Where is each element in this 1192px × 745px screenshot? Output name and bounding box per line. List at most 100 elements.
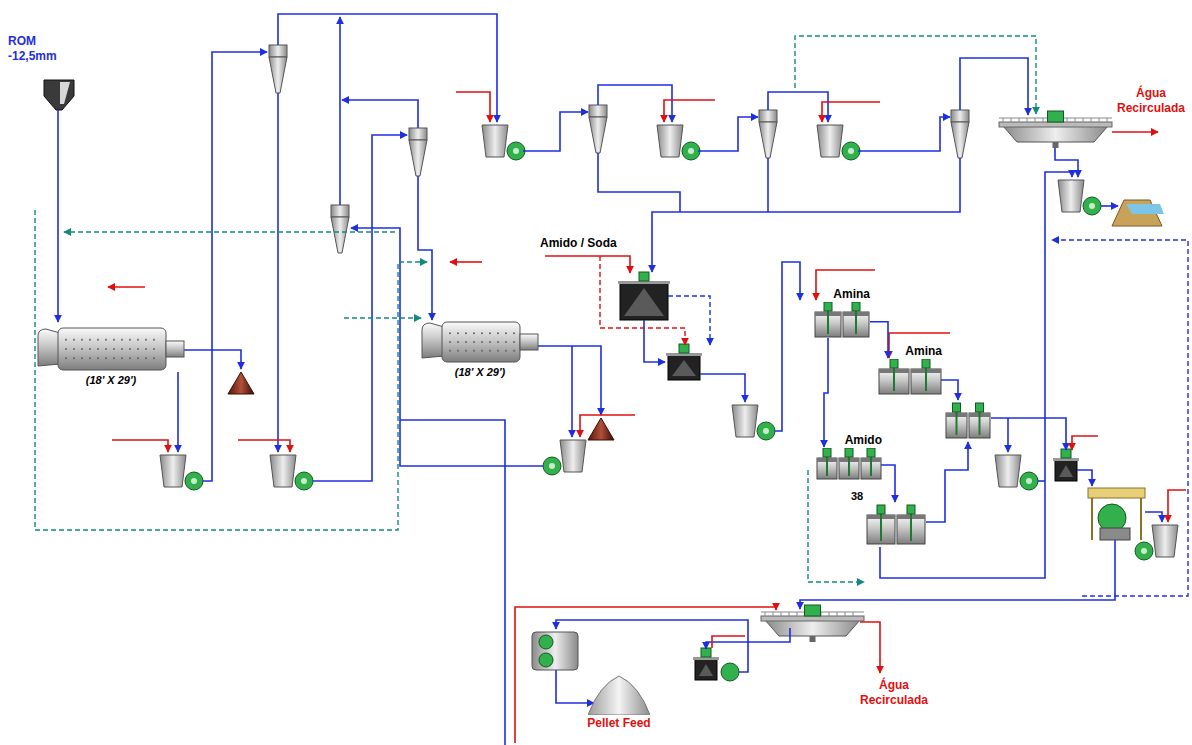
drawing-part bbox=[679, 344, 689, 353]
drawing-part bbox=[951, 122, 969, 158]
slurry-line bbox=[418, 176, 432, 320]
drawing-part bbox=[999, 122, 1112, 127]
slurry-line bbox=[1007, 418, 1009, 452]
mill-liner-bolt bbox=[81, 339, 83, 341]
mill-liner-bolt bbox=[97, 339, 99, 341]
impeller-shaft bbox=[925, 367, 927, 391]
slurry-line bbox=[342, 100, 418, 128]
pump-sump bbox=[482, 125, 508, 157]
mill-liner-bolt bbox=[153, 357, 155, 359]
mill-liner-bolt bbox=[481, 332, 483, 334]
mill-liner-bolt bbox=[465, 332, 467, 334]
mill-liner-bolt bbox=[473, 350, 475, 352]
pump-sump bbox=[560, 440, 586, 472]
pump-eye bbox=[1141, 548, 1147, 554]
mill-liner-bolt bbox=[137, 339, 139, 341]
mill-trunnion bbox=[166, 341, 184, 357]
pump-body bbox=[1020, 472, 1038, 490]
slurry-line bbox=[1101, 205, 1118, 207]
pump-sump bbox=[1152, 525, 1178, 557]
cell-motor bbox=[976, 403, 984, 412]
drawing-part bbox=[589, 105, 607, 117]
cells-shape bbox=[816, 448, 882, 480]
conditioner-tank bbox=[1053, 449, 1079, 481]
sump-pump bbox=[160, 455, 203, 490]
slurry-line bbox=[313, 135, 407, 481]
drawing-part bbox=[668, 354, 700, 380]
mill-liner-bolt bbox=[449, 332, 451, 334]
drawing-part bbox=[699, 664, 713, 676]
drawing-part bbox=[829, 612, 830, 616]
slurry-line bbox=[880, 172, 1072, 578]
mill-feed-chute bbox=[422, 323, 444, 358]
water-reagent-line bbox=[1112, 131, 1158, 133]
drawing-part bbox=[639, 272, 649, 281]
slurry-line bbox=[177, 372, 179, 452]
flow-connector bbox=[824, 338, 828, 447]
slurry-line bbox=[1052, 240, 1188, 596]
mill-liner-bolt bbox=[121, 348, 123, 350]
drawing-part bbox=[1107, 118, 1108, 122]
sump-pump bbox=[657, 125, 700, 160]
slurry-line bbox=[652, 158, 960, 272]
flow-lines bbox=[35, 14, 1188, 745]
slurry-line bbox=[700, 374, 745, 402]
mill-liner-bolt bbox=[97, 348, 99, 350]
drawing-part bbox=[1061, 449, 1071, 458]
slurry-line bbox=[1038, 480, 1045, 482]
impeller-shaft bbox=[826, 456, 828, 476]
pump-body bbox=[295, 472, 313, 490]
drawing-part bbox=[1043, 118, 1044, 122]
hydrocyclone bbox=[269, 45, 287, 93]
mill-liner-bolt bbox=[465, 341, 467, 343]
slurry-line bbox=[858, 117, 950, 151]
mill-liner-bolt bbox=[505, 341, 507, 343]
sump-pump bbox=[543, 440, 586, 475]
impeller-shaft bbox=[855, 310, 857, 334]
slurry-line bbox=[571, 346, 573, 437]
pump-eye bbox=[549, 463, 555, 469]
thickener bbox=[761, 605, 864, 642]
pellet-feed-filter bbox=[532, 632, 578, 670]
slurry-line bbox=[598, 153, 680, 212]
drawing-part bbox=[624, 288, 664, 316]
impeller-shaft bbox=[880, 513, 882, 541]
cells-shape bbox=[814, 302, 870, 338]
drawing-part bbox=[1140, 498, 1142, 540]
drawing-part bbox=[845, 612, 846, 616]
mill-shell bbox=[58, 328, 166, 370]
water-reagent-line bbox=[456, 92, 490, 122]
slurry-line bbox=[800, 540, 1115, 609]
pump-sump bbox=[160, 455, 186, 487]
product-stockpile: Pellet Feed bbox=[578, 675, 660, 731]
mill-liner-bolt bbox=[137, 357, 139, 359]
slurry-line bbox=[57, 110, 59, 322]
impeller-shaft bbox=[956, 411, 958, 435]
hydrocyclone bbox=[951, 110, 969, 158]
pump-eye bbox=[1026, 478, 1032, 484]
pump-sump bbox=[1058, 180, 1084, 212]
slurry-line bbox=[556, 670, 594, 703]
mill-liner-bolt bbox=[129, 348, 131, 350]
mill-liner-bolt bbox=[105, 339, 107, 341]
cell-motor bbox=[890, 359, 898, 368]
slurry-line bbox=[537, 346, 601, 415]
drawing-part bbox=[1035, 118, 1036, 122]
flow-connector bbox=[870, 322, 888, 358]
water-reagent-line bbox=[664, 100, 715, 122]
water-reagent-line bbox=[112, 440, 168, 452]
drawing-part bbox=[805, 605, 821, 616]
drawing-part bbox=[765, 620, 860, 636]
mill-shell bbox=[442, 322, 520, 362]
slurry-line bbox=[203, 52, 267, 481]
pump-body bbox=[1083, 197, 1101, 215]
drawing-part bbox=[951, 110, 969, 122]
mill-trunnion bbox=[520, 334, 538, 350]
drawing-part bbox=[1075, 118, 1076, 122]
mill-liner-bolt bbox=[457, 332, 459, 334]
recycle-line bbox=[808, 470, 864, 582]
mill-liner-bolt bbox=[121, 339, 123, 341]
drawing-part bbox=[759, 110, 777, 122]
drawing-part bbox=[269, 45, 287, 57]
slurry-line bbox=[926, 442, 968, 522]
